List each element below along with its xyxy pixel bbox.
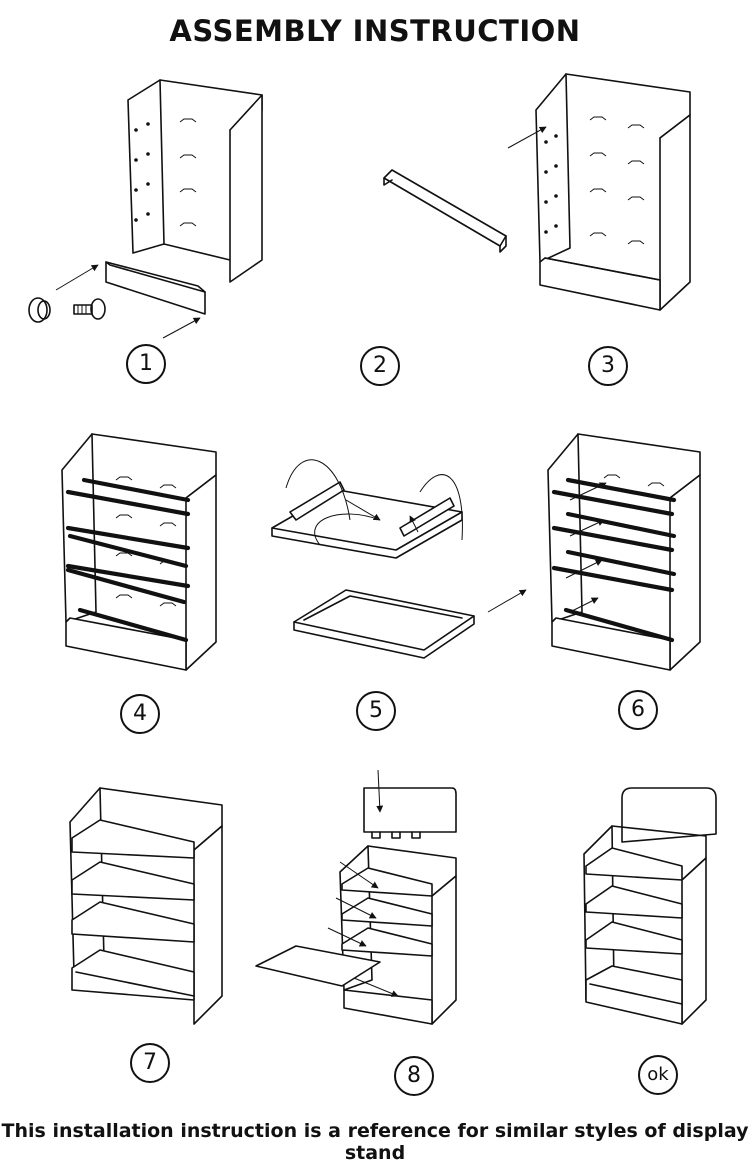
- step-4-illustration: [61, 433, 217, 671]
- step-1-label: 1: [126, 344, 166, 384]
- step-8-label: 8: [394, 1056, 434, 1096]
- step-2-label: 2: [360, 346, 400, 386]
- footer-note: This installation instruction is a refer…: [1, 1120, 749, 1164]
- step-7-illustration: [69, 787, 223, 1025]
- step-5-illustration: [271, 459, 475, 659]
- step-3-illustration: [507, 73, 691, 311]
- step-5-to-6-arrow: [487, 589, 527, 613]
- step-1-illustration: [28, 79, 263, 339]
- step-2-illustration: [383, 169, 507, 253]
- page-title: ASSEMBLY INSTRUCTION: [169, 14, 581, 48]
- step-3-label: 3: [588, 346, 628, 386]
- step-6-label: 6: [618, 690, 658, 730]
- step-ok-label: ok: [638, 1055, 678, 1095]
- step-7-label: 7: [130, 1043, 170, 1083]
- step-8-illustration: [255, 769, 457, 1025]
- step-ok-illustration: [583, 787, 717, 1025]
- step-5-label: 5: [356, 691, 396, 731]
- step-4-label: 4: [120, 694, 160, 734]
- step-6-illustration: [547, 433, 701, 671]
